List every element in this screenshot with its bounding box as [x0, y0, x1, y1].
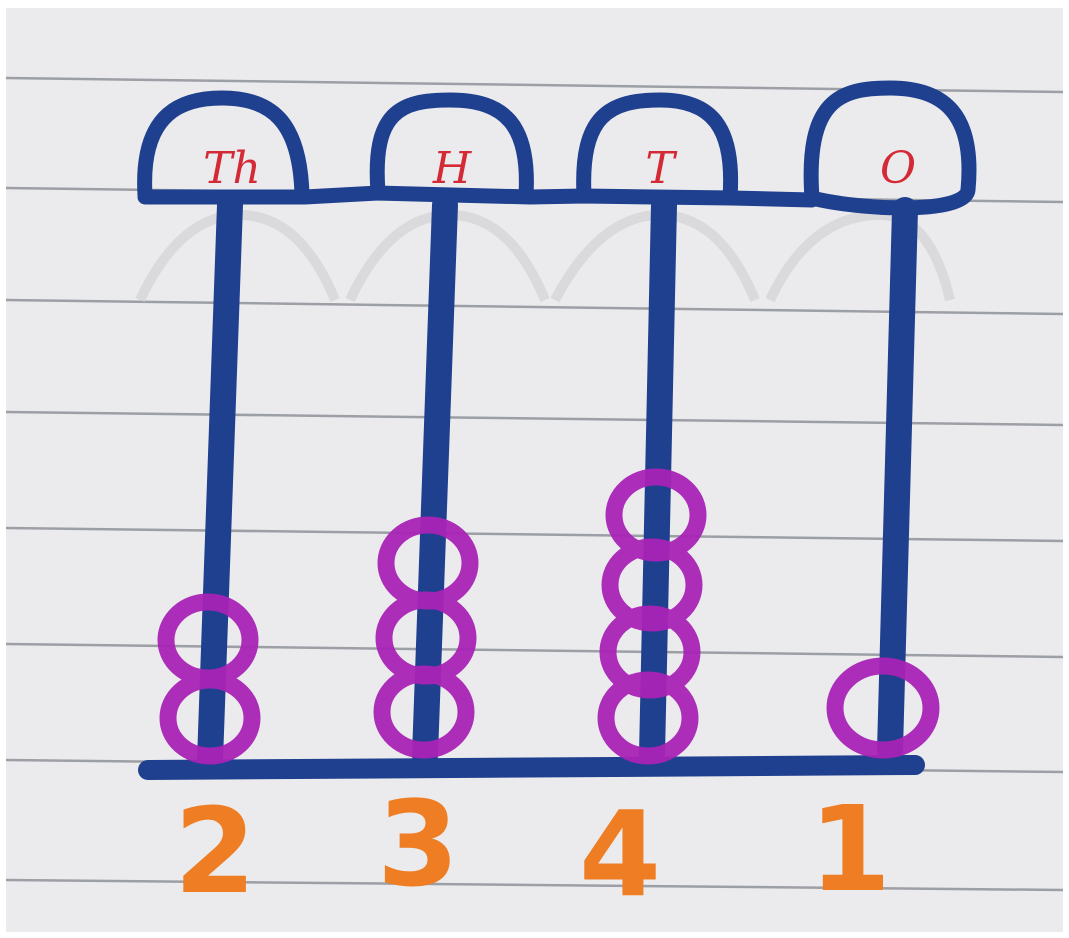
digit-tens: 4 — [579, 785, 661, 923]
shadow-arc — [770, 215, 950, 300]
paper-shadows — [140, 215, 950, 300]
place-label-ones: O — [880, 143, 916, 194]
place-label-thousands: Th — [203, 143, 261, 194]
ruled-line — [6, 880, 1063, 890]
base-bar — [148, 765, 915, 770]
beads — [166, 477, 931, 756]
place-label-tens: T — [645, 143, 678, 194]
digit-hundreds: 3 — [377, 775, 459, 913]
digit-ones: 1 — [809, 780, 891, 918]
digit-thousands: 2 — [174, 782, 256, 920]
place-label-hundreds: H — [432, 143, 473, 194]
top-bar — [145, 193, 812, 200]
